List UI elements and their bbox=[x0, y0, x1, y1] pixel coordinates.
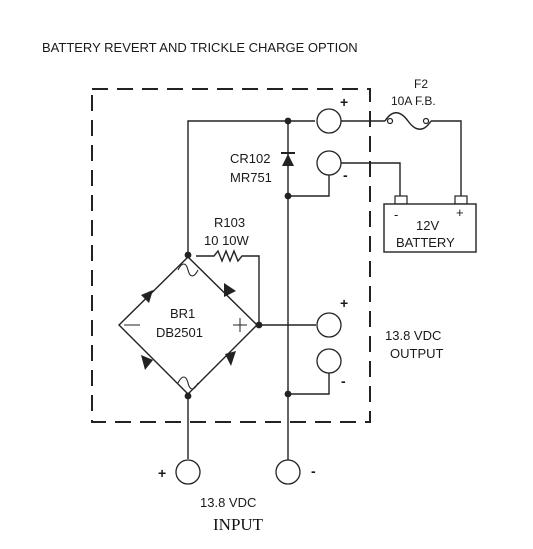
bridge-part-label: DB2501 bbox=[156, 325, 203, 340]
output-negative-wire bbox=[288, 373, 330, 395]
battery-pos-label: + bbox=[456, 205, 464, 220]
battery-positive-terminal bbox=[316, 108, 342, 134]
fuse-f2 bbox=[384, 112, 432, 130]
diagram-title: BATTERY REVERT AND TRICKLE CHARGE OPTION bbox=[42, 40, 358, 55]
fuse-value-label: 10A F.B. bbox=[391, 94, 436, 108]
battery-text-label: BATTERY bbox=[396, 235, 455, 250]
output-positive-terminal bbox=[316, 312, 342, 338]
output-negative-terminal bbox=[316, 348, 342, 374]
battery-negative-terminal bbox=[316, 150, 342, 176]
junction-bridge-top bbox=[184, 251, 192, 259]
output-plus-sign: + bbox=[340, 295, 348, 311]
resistor-r103 bbox=[196, 249, 260, 325]
resistor-ref-label: R103 bbox=[214, 215, 245, 230]
input-plus-sign: + bbox=[158, 465, 166, 481]
output-minus-sign: - bbox=[341, 373, 346, 389]
input-voltage-label: 13.8 VDC bbox=[200, 495, 256, 510]
enclosure-boundary bbox=[91, 88, 371, 423]
battery-12v bbox=[383, 195, 477, 253]
fuse-to-battery-wire bbox=[431, 120, 462, 196]
battery-neg-return-wire bbox=[288, 175, 330, 197]
output-label: OUTPUT bbox=[390, 346, 444, 361]
input-label: INPUT bbox=[213, 515, 264, 534]
output-voltage-label: 13.8 VDC bbox=[385, 328, 441, 343]
bridge-ref-label: BR1 bbox=[170, 306, 195, 321]
top-rail-wire bbox=[187, 120, 315, 255]
input-positive-terminal bbox=[175, 459, 201, 485]
battery-neg-sign: - bbox=[343, 167, 348, 183]
input-negative-terminal bbox=[275, 459, 301, 485]
top-plus-sign: + bbox=[340, 94, 348, 110]
battery-neg-wire bbox=[341, 162, 401, 196]
input-minus-sign: - bbox=[311, 463, 316, 479]
battery-voltage-label: 12V bbox=[416, 218, 439, 233]
battery-neg-label: - bbox=[394, 207, 398, 222]
diode-cr102 bbox=[281, 152, 295, 166]
diode-ref-label: CR102 bbox=[230, 151, 270, 166]
fuse-ref-label: F2 bbox=[414, 77, 428, 91]
diode-part-label: MR751 bbox=[230, 170, 272, 185]
resistor-value-label: 10 10W bbox=[204, 233, 250, 248]
